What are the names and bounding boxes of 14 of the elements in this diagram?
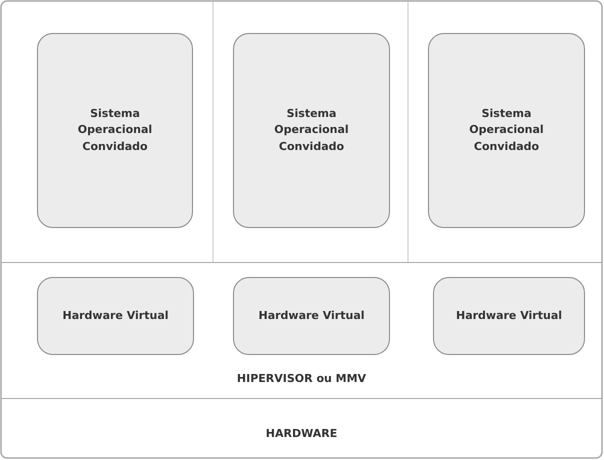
guest-os-box [37, 33, 193, 228]
label: Hardware Virtual [258, 308, 365, 324]
label: Sistema Operacional Convidado [273, 106, 350, 155]
virtual-hardware-box [233, 277, 390, 355]
guest-os-box [428, 33, 585, 228]
label: Sistema Operacional Convidado [468, 106, 545, 155]
guest-os-box [233, 33, 390, 228]
label: Sistema Operacional Convidado [76, 106, 154, 155]
label: Hardware Virtual [456, 308, 562, 324]
virtual-hardware-box [37, 277, 194, 355]
label: Hardware Virtual [62, 308, 169, 324]
virtual-hardware-box [433, 277, 585, 355]
label: HIPERVISOR ou MMV [236, 370, 368, 386]
label: HARDWARE [264, 426, 338, 442]
